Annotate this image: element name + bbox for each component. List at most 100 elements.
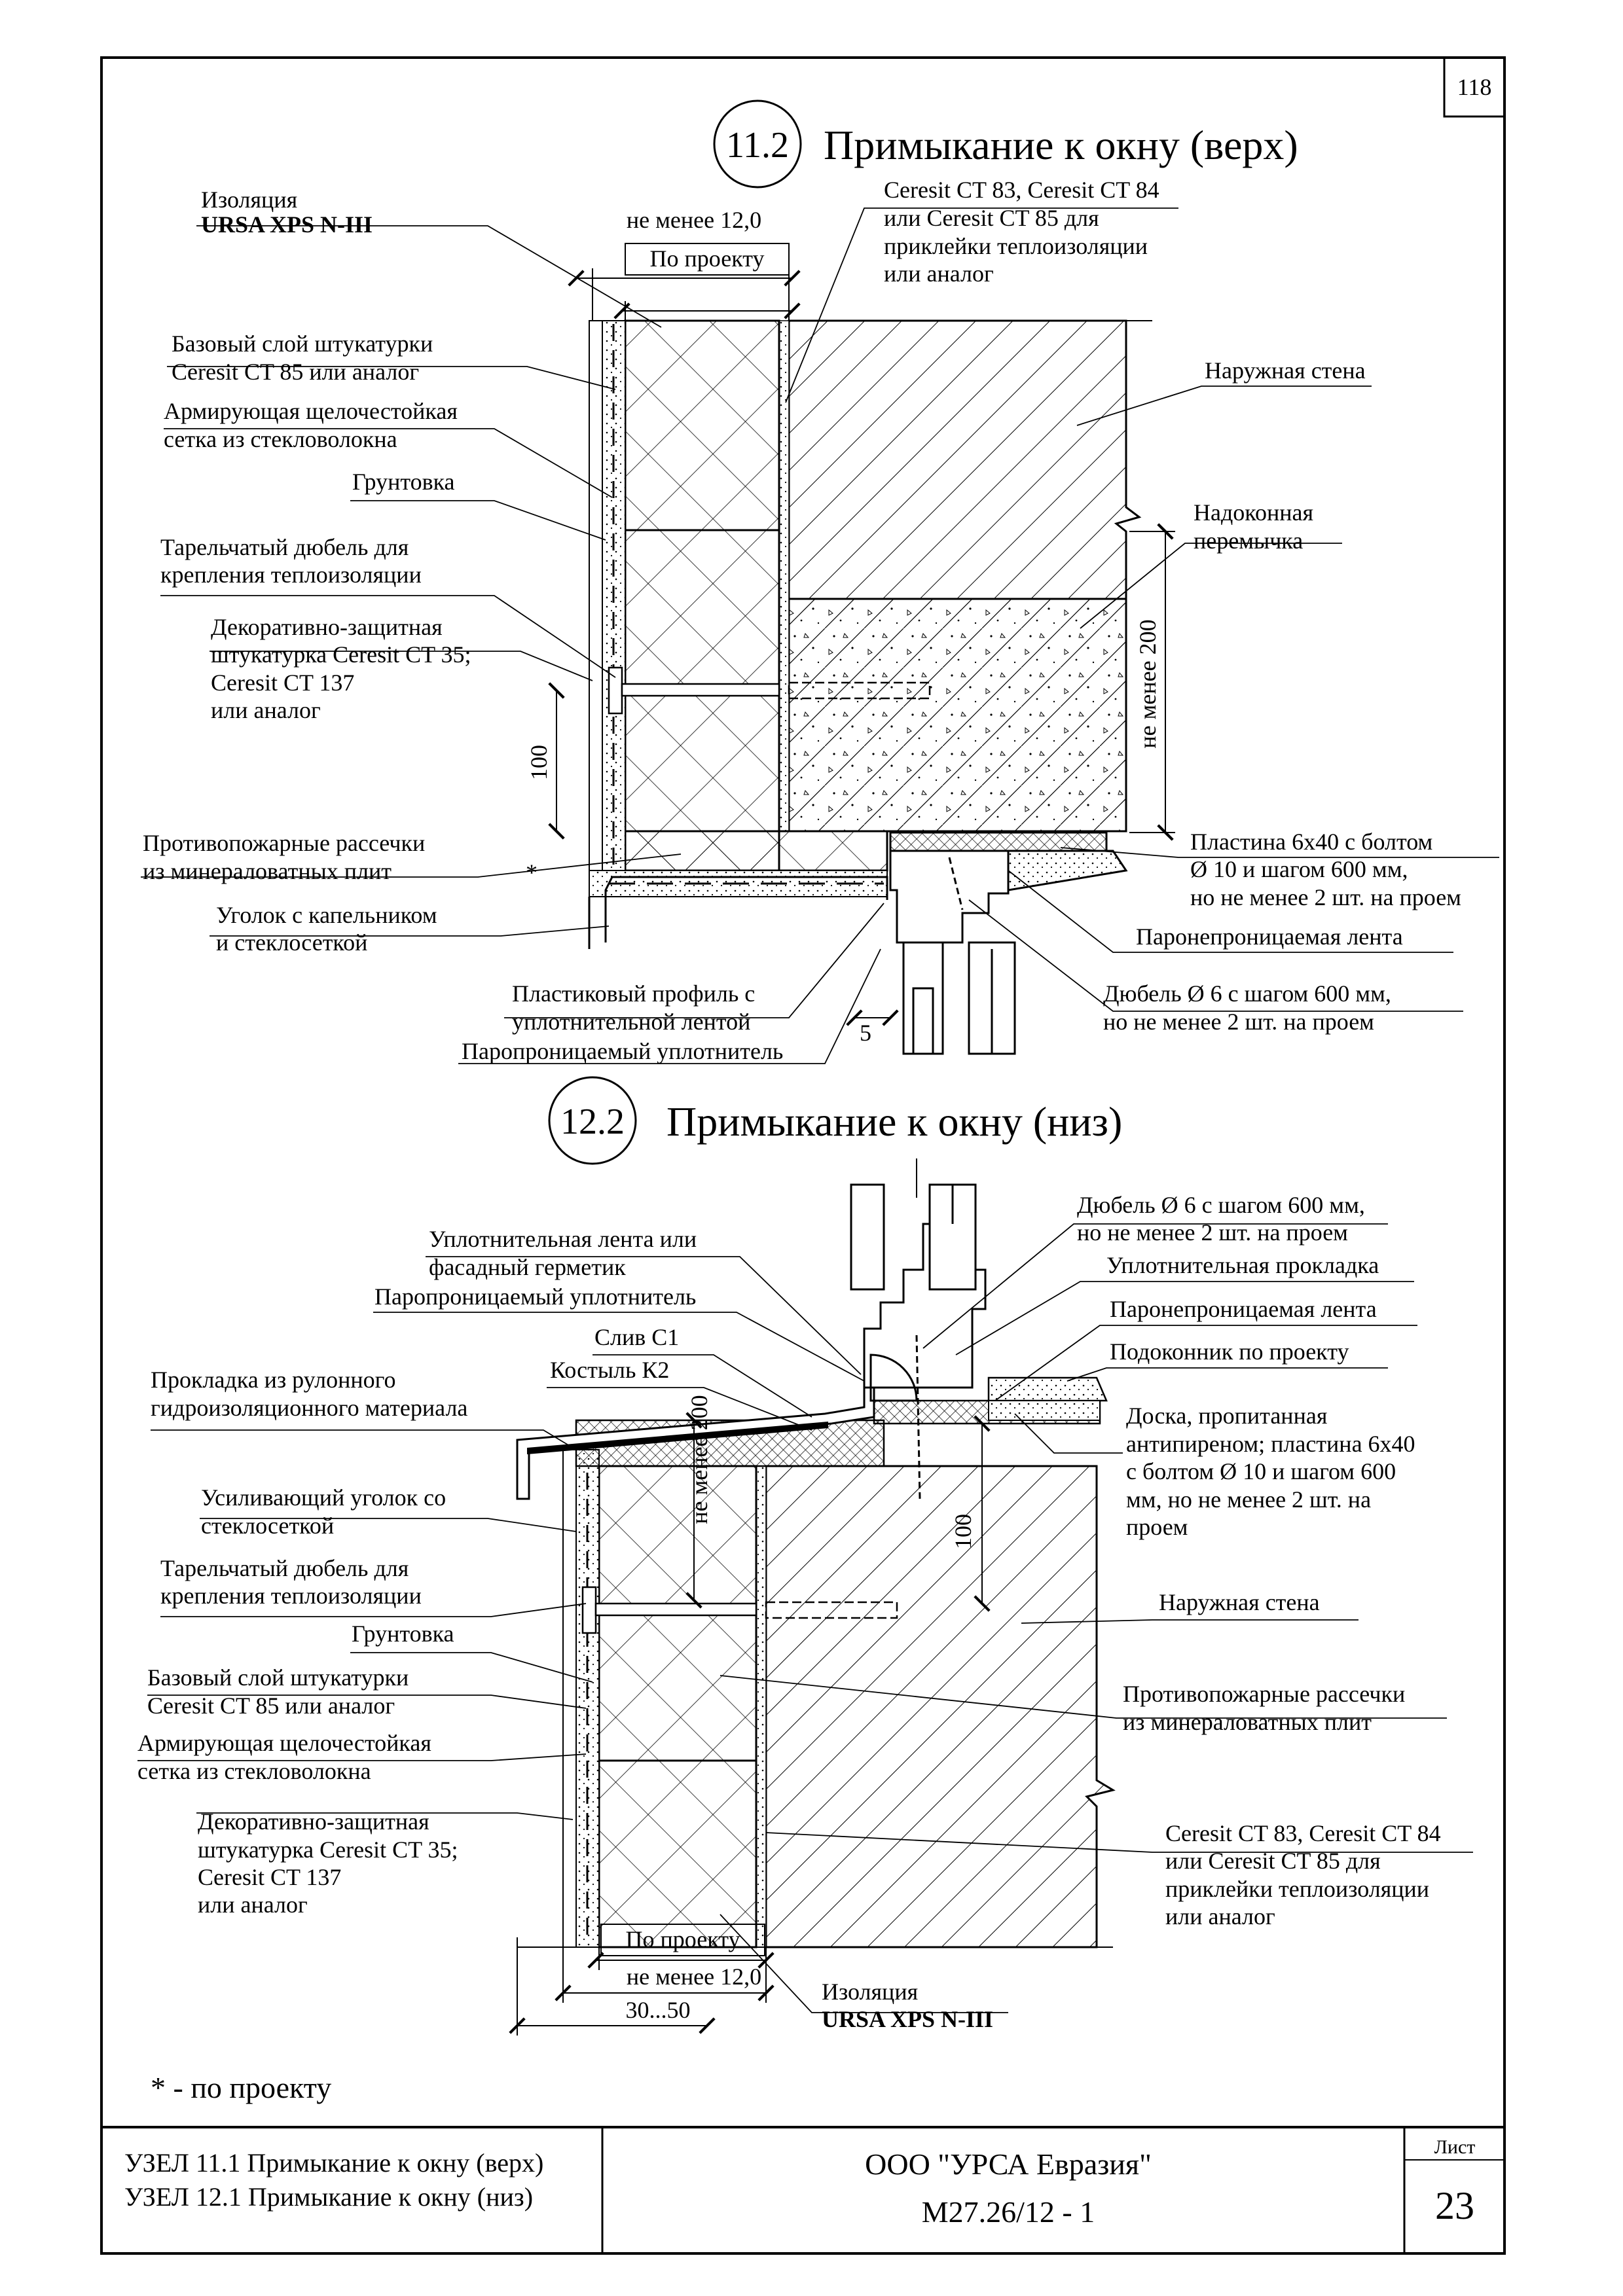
label-lintel-top-2: перемычка <box>1194 528 1303 554</box>
node-id-top: 11.2 <box>726 125 789 166</box>
glazing-b1 <box>850 1183 885 1291</box>
dim-box-project-top <box>625 243 790 276</box>
title-block-company: ООО "УРСА Евразия" <box>865 2147 1152 2181</box>
label-insulation-top-1: Изоляция <box>201 187 297 213</box>
label-glue-top-1: Ceresit CT 83, Ceresit CT 84 <box>884 177 1159 203</box>
insulation-board-1 <box>624 319 780 531</box>
label-primer-top: Грунтовка <box>352 469 455 495</box>
outer-wall-section-bottom <box>765 1465 1116 1948</box>
leader-primer-b <box>350 1652 593 1683</box>
leaders-top-left <box>141 225 884 1064</box>
leader-outer-wall <box>1076 386 1372 426</box>
dims-top <box>548 268 1175 1026</box>
leader-drip <box>593 1354 812 1418</box>
label-vapor-tape-b: Паронепроницаемая лента <box>1110 1296 1377 1322</box>
insulation-board-b2 <box>598 1759 757 1948</box>
sheet-frame <box>100 56 1506 2255</box>
label-glue-top-4: или аналог <box>884 260 994 287</box>
window-profile-bottom <box>863 1223 987 1389</box>
dim-5-top: 5 <box>860 1020 871 1046</box>
leader-sill-b <box>1067 1367 1388 1382</box>
dim-per-project-bottom: По проекту <box>626 1926 740 1952</box>
label-dowel-top-2: крепления теплоизоляции <box>160 562 422 588</box>
label-fire-top-2: из минераловатных плит <box>143 858 392 884</box>
detail-bottom: 12.2 Примыкание к окну (низ) <box>137 1076 1473 2036</box>
label-board-b-3: с болтом Ø 10 и шагом 600 <box>1126 1458 1396 1484</box>
label-glue-top-2: или Ceresit CT 85 для <box>884 205 1099 231</box>
label-profile-top-1: Пластиковый профиль с <box>512 980 755 1007</box>
leader-corner <box>210 925 610 937</box>
dims-bottom <box>509 1412 1113 2036</box>
label-corner-b-2: стеклосеткой <box>201 1513 334 1539</box>
label-glue-b-4: или аналог <box>1165 1903 1275 1929</box>
label-insulation-b-2: URSA XPS N-III <box>822 2006 993 2032</box>
leader-vapor-tape <box>1008 870 1453 953</box>
label-vapor-seal-b: Паропроницаемый уплотнитель <box>374 1283 696 1310</box>
label-vapor-seal-top: Паропроницаемый уплотнитель <box>462 1038 783 1064</box>
label-fire-b-2: из минераловатных плит <box>1123 1709 1372 1735</box>
detail-title-top: Примыкание к окну (верх) <box>824 122 1298 168</box>
title-block-doc-code: М27.26/12 - 1 <box>922 2195 1095 2229</box>
node-circle-top <box>713 99 802 188</box>
sill-profile-quarter <box>869 1354 918 1402</box>
label-corner-top-2: и стеклосеткой <box>216 929 367 956</box>
leader-vapor-tape-b <box>994 1325 1417 1401</box>
leader-glue-b <box>765 1832 1473 1853</box>
insulation-return <box>624 830 888 872</box>
label-base-plaster-b-2: Ceresit CT 85 или аналог <box>147 1693 395 1719</box>
label-dowel-top-1: Тарельчатый дюбель для <box>160 534 409 560</box>
label-base-plaster-top-2: Ceresit CT 85 или аналог <box>172 359 419 385</box>
label-board-b-2: антипиреном; пластина 6x40 <box>1126 1431 1415 1457</box>
label-dowel6-b-1: Дюбель Ø 6 с шагом 600 мм, <box>1077 1192 1365 1218</box>
window-sill-board <box>987 1376 1108 1402</box>
detail-title-bottom: Примыкание к окну (низ) <box>666 1098 1122 1145</box>
dowel-shaft <box>621 683 780 697</box>
label-dowel-b-2: крепления теплоизоляции <box>160 1583 422 1609</box>
label-bracket-b: Костыль К2 <box>550 1357 669 1383</box>
title-block-node-1: УЗЕЛ 11.1 Примыкание к окну (верх) <box>124 2148 543 2178</box>
label-board-b-5: проем <box>1126 1514 1188 1540</box>
leader-seal-gasket-b <box>955 1281 1414 1355</box>
title-block-sheet-number: 23 <box>1435 2184 1474 2227</box>
window-frame-bottom <box>850 1183 987 1402</box>
label-glue-top-3: приклейки теплоизоляции <box>884 233 1148 259</box>
label-plate-top-2: Ø 10 и шагом 600 мм, <box>1190 856 1408 882</box>
leader-seal-tape <box>426 1256 862 1375</box>
label-mesh-b-2: сетка из стекловолокна <box>137 1758 371 1784</box>
label-dowel6-b-2: но не менее 2 шт. на проем <box>1077 1219 1348 1246</box>
leader-mesh <box>164 428 613 498</box>
label-corner-top-1: Уголок с капельником <box>216 902 437 928</box>
leader-insulation-b <box>720 1914 1008 2013</box>
label-decor-top-1: Декоративно-защитная <box>211 614 443 640</box>
dim-min200-top: не менее 200 <box>1135 619 1161 748</box>
dim-100-bottom: 100 <box>950 1514 976 1549</box>
label-lintel-top-1: Надоконная <box>1194 499 1313 526</box>
leader-vapor-seal-b <box>373 1312 865 1382</box>
label-outer-wall-top: Наружная стена <box>1205 357 1366 384</box>
decor-plaster-layer <box>589 320 603 897</box>
footnote: * - по проекту <box>151 2071 331 2104</box>
title-block-sheet-label: Лист <box>1434 2136 1476 2158</box>
leader-insulation <box>196 225 662 328</box>
label-insulation-top-2: URSA XPS N-III <box>201 211 373 238</box>
page-number: 118 <box>1457 74 1492 100</box>
label-decor-b-4: или аналог <box>198 1892 308 1918</box>
label-dowel6-top-2: но не менее 2 шт. на проем <box>1103 1009 1374 1035</box>
dim-range-bottom: 30...50 <box>626 1997 691 2023</box>
label-decor-top-4: или аналог <box>211 697 321 723</box>
leader-plate <box>1060 847 1499 858</box>
leader-corner-b <box>200 1518 577 1532</box>
label-mesh-top-1: Армирующая щелочестойкая <box>164 398 458 424</box>
page-number-box <box>1443 56 1506 118</box>
label-plate-top-3: но не менее 2 шт. на проем <box>1190 884 1461 910</box>
label-primer-b: Грунтовка <box>352 1621 454 1647</box>
leader-profile <box>504 903 884 1018</box>
label-seal-tape-1: Уплотнительная лента или <box>429 1226 697 1252</box>
leader-dowel6 <box>968 899 1463 1012</box>
insulation-board-2 <box>624 529 780 872</box>
label-gasket-b-1: Прокладка из рулонного <box>151 1367 395 1393</box>
label-corner-b-1: Усиливающий уголок со <box>201 1484 446 1511</box>
label-plate-top-1: Пластина 6x40 с болтом <box>1190 829 1432 855</box>
leader-gasket <box>151 1429 577 1450</box>
dowel-anchor <box>788 681 931 700</box>
